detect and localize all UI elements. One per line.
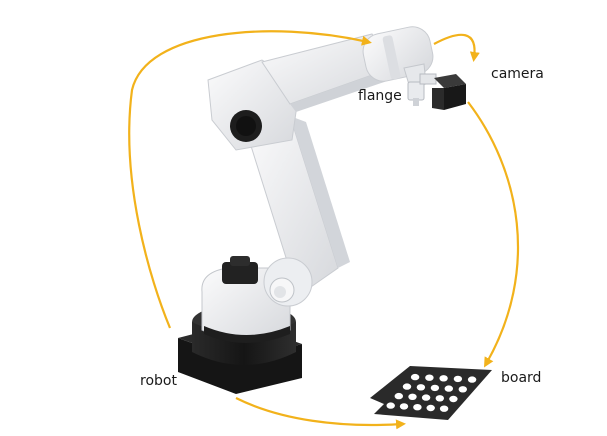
shoulder-motor-ring	[236, 116, 256, 136]
board-dot	[439, 405, 449, 412]
flange-pin	[413, 98, 419, 106]
board-label: board	[501, 370, 542, 386]
board-dot	[402, 383, 412, 390]
board-dot	[453, 375, 463, 383]
flange-label: flange	[358, 88, 402, 104]
arrow-robot-to-flange	[128, 30, 372, 329]
board-dot	[426, 404, 435, 412]
camera-bracket	[419, 73, 437, 85]
robot-upper-arm	[207, 26, 434, 151]
base-motor-cap	[230, 256, 250, 266]
board-dot	[439, 375, 448, 382]
camera-front	[432, 88, 444, 110]
base-motor	[222, 262, 258, 284]
board-dot	[444, 385, 453, 392]
wrist-housing-ring	[382, 35, 401, 80]
board-dot	[408, 393, 417, 400]
upper-arm-shade	[290, 68, 396, 112]
arrow-robot-to-board	[235, 397, 406, 430]
board-dot	[421, 394, 431, 401]
board-dots	[386, 373, 477, 412]
robot-label: robot	[140, 373, 177, 389]
camera-top	[434, 74, 466, 88]
board-dot	[467, 376, 477, 383]
board-dot	[425, 374, 434, 381]
camera-side	[444, 84, 466, 110]
turret-dark-band	[204, 326, 290, 343]
elbow-joint-center	[274, 286, 286, 298]
board-dot	[416, 384, 426, 391]
board-dot	[413, 404, 422, 411]
board-surface	[370, 366, 492, 420]
board-dot	[449, 395, 458, 403]
board-dot	[386, 402, 395, 409]
board-dot	[410, 373, 420, 381]
board-dot	[458, 386, 467, 393]
robot-base	[178, 256, 302, 394]
flange-plate	[407, 81, 425, 101]
flange-assembly	[407, 73, 437, 106]
board-dot	[394, 392, 403, 400]
arrow-flange-to-camera	[433, 33, 480, 62]
camera-label: camera	[491, 66, 544, 82]
board-dot	[435, 395, 444, 402]
transform-arrows	[128, 30, 519, 430]
lower-arm-shade	[290, 116, 350, 268]
board-dot	[399, 403, 409, 410]
calibration-board	[370, 366, 492, 420]
arrow-camera-to-board	[467, 101, 519, 368]
camera-body	[432, 74, 466, 110]
board-dot	[430, 384, 440, 392]
